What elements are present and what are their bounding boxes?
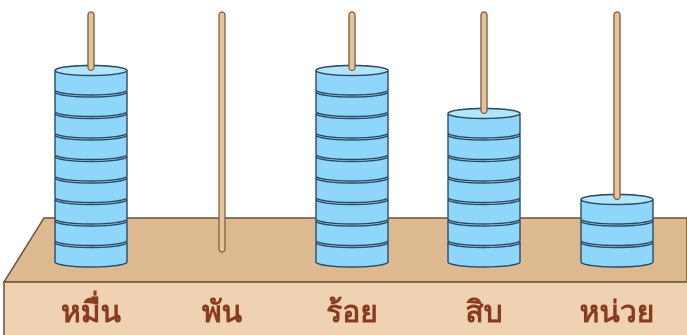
rod-ones bbox=[580, 11, 654, 268]
place-label-hundreds: ร้อย bbox=[326, 295, 378, 330]
rod-stick bbox=[218, 11, 226, 253]
place-label-ten-thousands: หมื่น bbox=[61, 290, 122, 330]
place-label-ones: หน่วย bbox=[580, 295, 655, 330]
rod-top bbox=[87, 11, 95, 72]
rod-tens bbox=[447, 11, 521, 268]
rod-thousands bbox=[218, 11, 226, 253]
abacus-rods bbox=[54, 11, 654, 268]
rod-top bbox=[480, 11, 488, 115]
rod-ten-thousands bbox=[54, 11, 128, 268]
rod-top bbox=[613, 11, 621, 201]
rod-top bbox=[348, 11, 356, 72]
place-label-thousands: พัน bbox=[202, 295, 243, 330]
rod-hundreds bbox=[315, 11, 389, 268]
place-labels: หมื่น พัน ร้อย สิบ หน่วย bbox=[61, 290, 654, 330]
place-label-tens: สิบ bbox=[465, 295, 502, 330]
abacus-base-front bbox=[3, 281, 687, 335]
